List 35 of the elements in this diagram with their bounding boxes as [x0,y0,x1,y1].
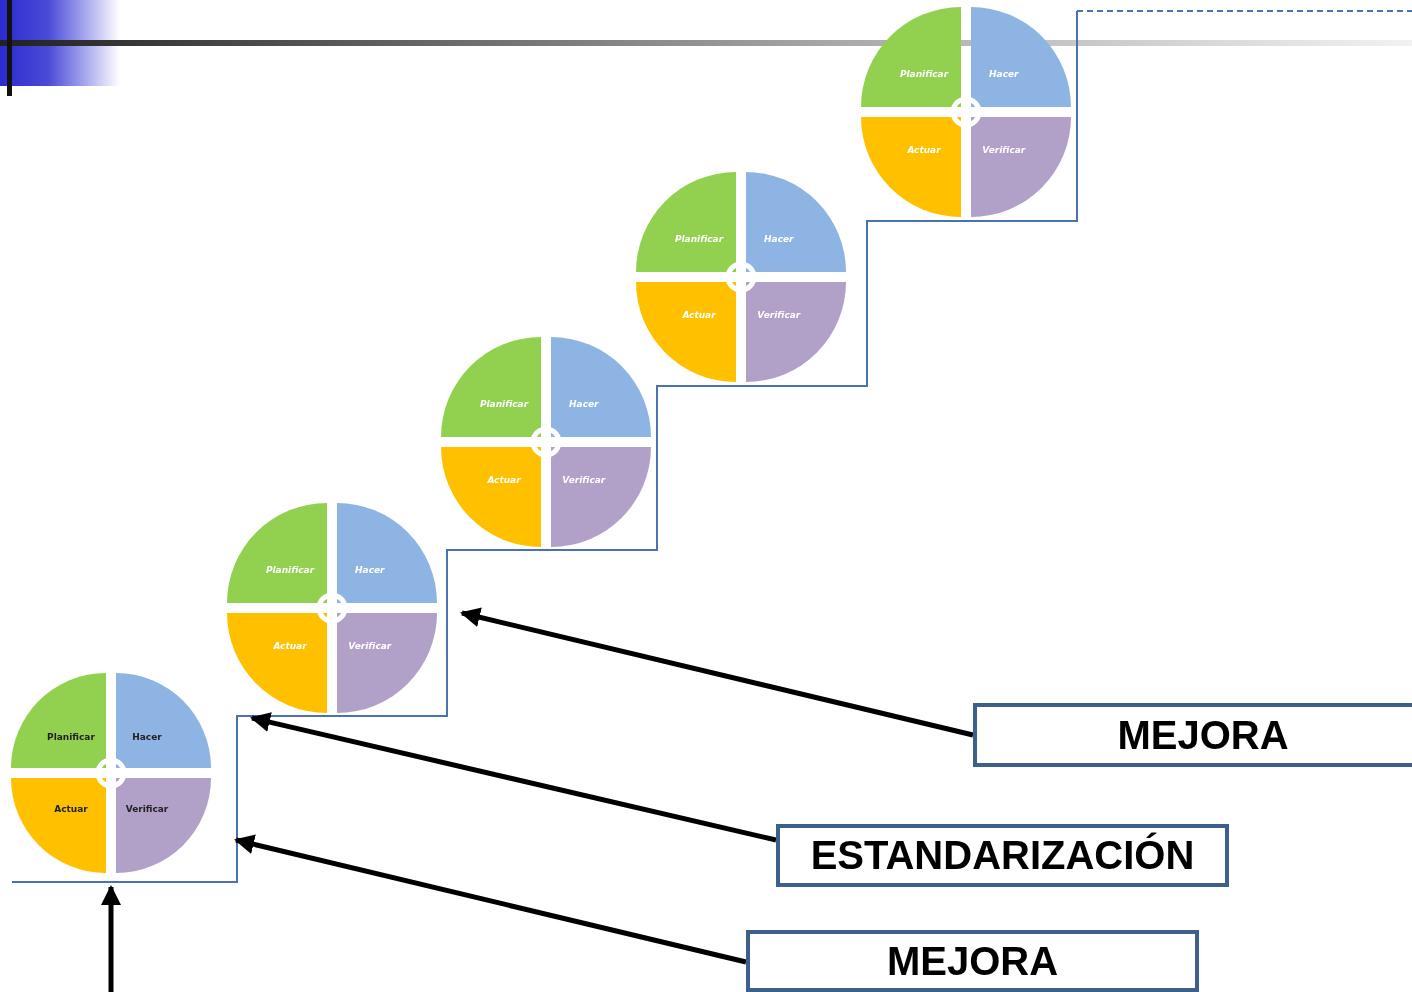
cycle-step-label: Hacer [764,234,794,245]
cycle-step-label: Planificar [899,69,949,80]
pdca-cycle-circle [227,503,437,713]
cycle-step-label: Verificar [125,804,169,814]
cycle-step-label: Verificar [562,474,606,485]
cycle-step-label: Actuar [54,804,88,814]
label-box [776,824,1229,887]
pdca-cycle-circle [11,673,211,873]
cycle-step-label: Planificar [479,399,529,410]
cycle-step-label: Verificar [982,144,1026,155]
cycle-step-label: Actuar [487,474,521,485]
arrow [460,607,974,738]
cycle-step-label: Verificar [757,309,801,320]
cycle-step-label: Actuar [273,640,307,651]
pdca-cycle-circle [636,172,846,382]
arrow [101,885,121,992]
cycle-step-label: Hacer [569,399,599,410]
cycle-step-label: Hacer [355,565,385,576]
label-box [746,930,1199,992]
pdca-cycle-circle [861,7,1071,217]
cycle-step-label: Actuar [682,309,716,320]
cycle-step-label: Hacer [989,69,1019,80]
box-label: MEJORA [1117,712,1289,758]
box-label: ESTANDARIZACIÓN [810,833,1195,878]
box-label: MEJORA [886,938,1059,984]
cycle-step-label: Actuar [907,144,941,155]
cycle-step-label: Verificar [348,640,392,651]
label-box [973,703,1412,767]
cycle-step-label: Planificar [47,732,95,742]
arrow [234,834,747,965]
pdca-cycle-circle [441,337,651,547]
cycle-step-label: Planificar [674,234,724,245]
cycle-step-label: Planificar [265,565,315,576]
cycle-step-label: Hacer [132,732,162,742]
arrow [250,712,777,843]
